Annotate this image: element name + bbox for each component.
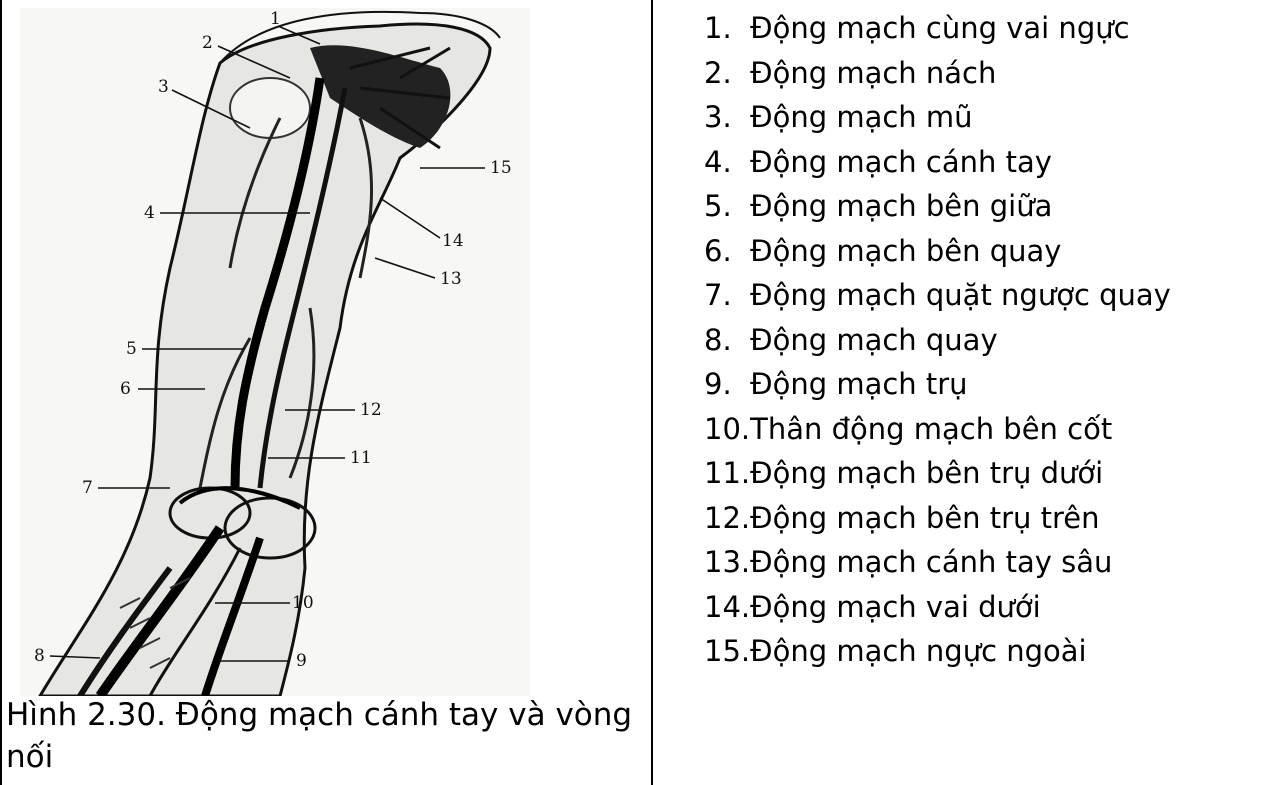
legend-number: 6. [704, 229, 732, 274]
callout-12: 12 [360, 400, 382, 420]
callout-9: 9 [296, 651, 307, 671]
legend-number: 9. [704, 362, 732, 407]
legend-item: 9. Động mạch trụ [704, 362, 1171, 407]
legend-list: 1. Động mạch cùng vai ngực 2. Động mạch … [704, 6, 1171, 674]
figure-caption: Hình 2.30. Động mạch cánh tay và vòng nố… [6, 694, 646, 778]
legend-number: 12. [704, 496, 750, 541]
legend-number: 1. [704, 6, 732, 51]
callout-3: 3 [158, 77, 169, 97]
callout-8: 8 [34, 646, 45, 666]
callout-4: 4 [144, 203, 155, 223]
legend-item: 4. Động mạch cánh tay [704, 140, 1171, 185]
legend-item: 5. Động mạch bên giữa [704, 184, 1171, 229]
legend-item: 13.Động mạch cánh tay sâu [704, 540, 1171, 585]
callout-2: 2 [202, 33, 213, 53]
callout-11: 11 [350, 448, 372, 468]
legend-number: 11. [704, 451, 750, 496]
legend-item: 12.Động mạch bên trụ trên [704, 496, 1171, 541]
legend-text: Động mạch nách [750, 56, 996, 90]
callout-13: 13 [440, 269, 462, 289]
legend-number: 14. [704, 585, 750, 630]
legend-text: Động mạch mũ [750, 100, 972, 134]
legend-text: Động mạch vai dưới [750, 590, 1041, 624]
legend-item: 8. Động mạch quay [704, 318, 1171, 363]
legend-number: 13. [704, 540, 750, 585]
arm-artery-illustration: 1 2 3 4 5 6 7 8 9 10 11 12 13 14 15 [20, 8, 530, 696]
legend-text: Động mạch bên trụ trên [750, 501, 1099, 535]
callout-10: 10 [292, 593, 314, 613]
legend-item: 10.Thân động mạch bên cốt [704, 407, 1171, 452]
callout-6: 6 [120, 379, 131, 399]
legend-item: 1. Động mạch cùng vai ngực [704, 6, 1171, 51]
legend-number: 5. [704, 184, 732, 229]
legend-item: 2. Động mạch nách [704, 51, 1171, 96]
legend-text: Động mạch quay [750, 323, 998, 357]
legend-text: Động mạch trụ [750, 367, 967, 401]
callout-14: 14 [442, 231, 464, 251]
legend-text: Động mạch cánh tay sâu [750, 545, 1112, 579]
legend-text: Động mạch ngực ngoài [750, 634, 1086, 668]
legend-text: Động mạch quặt ngược quay [750, 278, 1171, 312]
callout-15: 15 [490, 158, 512, 178]
legend-number: 2. [704, 51, 732, 96]
legend-text: Động mạch bên quay [750, 234, 1061, 268]
legend-text: Động mạch bên giữa [750, 189, 1052, 223]
callout-5: 5 [126, 339, 137, 359]
callout-7: 7 [82, 478, 93, 498]
legend-text: Động mạch cánh tay [750, 145, 1052, 179]
legend-item: 3. Động mạch mũ [704, 95, 1171, 140]
legend-text: Thân động mạch bên cốt [750, 412, 1112, 446]
legend-text: Động mạch cùng vai ngực [750, 11, 1129, 45]
callout-1: 1 [270, 9, 281, 29]
legend-number: 10. [704, 407, 750, 452]
legend-number: 15. [704, 629, 750, 674]
legend-number: 8. [704, 318, 732, 363]
legend-text: Động mạch bên trụ dưới [750, 456, 1103, 490]
legend-item: 15.Động mạch ngực ngoài [704, 629, 1171, 674]
legend-number: 3. [704, 95, 732, 140]
legend-item: 6. Động mạch bên quay [704, 229, 1171, 274]
legend-number: 4. [704, 140, 732, 185]
legend-number: 7. [704, 273, 732, 318]
legend-item: 7. Động mạch quặt ngược quay [704, 273, 1171, 318]
legend-item: 11.Động mạch bên trụ dưới [704, 451, 1171, 496]
table-left-border [0, 0, 2, 785]
table-column-divider [651, 0, 653, 785]
legend-item: 14.Động mạch vai dưới [704, 585, 1171, 630]
